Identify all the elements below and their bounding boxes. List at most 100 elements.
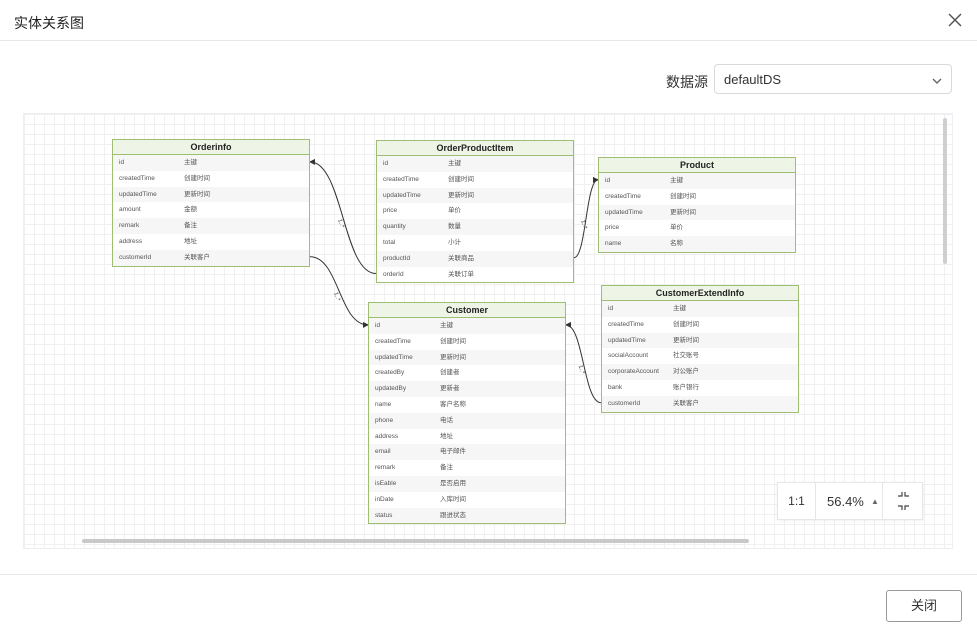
field-name: address xyxy=(375,432,399,440)
vertical-scrollbar[interactable] xyxy=(943,118,947,264)
field-name: name xyxy=(605,240,622,248)
entity-title: CustomerExtendInfo xyxy=(602,286,798,301)
zoom-level[interactable]: 56.4% xyxy=(827,494,864,509)
field-name: socialAccount xyxy=(608,352,649,360)
field-comment: 是否启用 xyxy=(440,479,466,487)
dialog-header: 实体关系图 xyxy=(0,0,977,41)
relation-cardinality: 1..* xyxy=(332,291,341,302)
field-row: name 名称 xyxy=(599,236,795,252)
field-name: id xyxy=(119,159,125,166)
relation-line xyxy=(309,158,377,274)
close-button[interactable]: 关闭 xyxy=(886,590,962,622)
relation-cardinality: 1..* xyxy=(577,364,586,375)
field-row: phone 电话 xyxy=(369,412,565,429)
field-name: price xyxy=(605,224,620,232)
fit-screen-icon[interactable] xyxy=(882,483,924,519)
field-comment: 名称 xyxy=(670,240,683,248)
relation-cardinality: 1..* xyxy=(336,218,345,229)
field-name: createdTime xyxy=(605,192,641,200)
entity-title: Product xyxy=(599,158,795,173)
field-name: customerId xyxy=(608,399,641,407)
field-comment: 创建者 xyxy=(440,369,460,377)
field-name: id xyxy=(605,177,611,184)
field-row: productId 关联商品 xyxy=(377,250,573,267)
field-name: createdTime xyxy=(608,320,644,328)
chevron-down-icon xyxy=(931,74,943,86)
field-name: total xyxy=(383,238,396,246)
field-row: inDate 入库时间 xyxy=(369,492,565,508)
field-name: id xyxy=(383,160,389,167)
zoom-caret-icon[interactable]: ▲ xyxy=(871,497,879,506)
close-icon[interactable] xyxy=(944,9,966,31)
relation-line xyxy=(565,321,602,404)
field-comment: 更新时间 xyxy=(440,353,466,361)
field-comment: 小计 xyxy=(448,238,461,246)
field-name: quantity xyxy=(383,223,406,231)
field-comment: 更新时间 xyxy=(184,190,210,198)
field-name: email xyxy=(375,448,391,456)
relation-cardinality: 1..* xyxy=(579,219,588,230)
field-name: bank xyxy=(608,383,623,391)
field-row: updatedTime 更新时间 xyxy=(599,204,795,221)
field-row: id 主键 xyxy=(599,173,795,189)
entity-title: Customer xyxy=(369,303,565,318)
datasource-select[interactable]: defaultDS xyxy=(714,64,952,94)
field-comment: 关联订单 xyxy=(448,270,474,278)
field-name: updatedTime xyxy=(605,208,643,216)
field-comment: 关联商品 xyxy=(448,254,474,262)
field-name: remark xyxy=(375,464,396,472)
field-name: phone xyxy=(375,416,394,424)
field-comment: 更新时间 xyxy=(673,336,699,344)
field-name: orderId xyxy=(383,270,404,278)
field-name: productId xyxy=(383,254,411,262)
field-comment: 备注 xyxy=(184,222,197,230)
relation-line xyxy=(573,176,599,259)
field-comment: 跟进状态 xyxy=(440,511,466,519)
field-comment: 创建时间 xyxy=(673,320,699,328)
field-comment: 入库时间 xyxy=(440,495,466,503)
field-comment: 地址 xyxy=(184,237,197,245)
zoom-toolbar: 1:1 56.4% ▲ xyxy=(777,482,923,520)
field-comment: 创建时间 xyxy=(448,175,474,183)
field-comment: 账户银行 xyxy=(673,383,699,391)
footer-divider xyxy=(0,574,977,575)
field-row: status 跟进状态 xyxy=(369,507,565,524)
field-comment: 更新者 xyxy=(440,385,460,393)
field-row: createdTime 创建时间 xyxy=(369,334,565,350)
field-comment: 更新时间 xyxy=(670,208,696,216)
zoom-reset-button[interactable]: 1:1 xyxy=(778,483,816,519)
field-comment: 主键 xyxy=(670,177,683,184)
field-name: status xyxy=(375,511,393,519)
field-name: id xyxy=(608,305,614,312)
field-comment: 创建时间 xyxy=(440,337,466,345)
field-name: inDate xyxy=(375,495,394,503)
field-name: name xyxy=(375,400,392,408)
field-name: createdTime xyxy=(375,337,411,345)
field-comment: 电话 xyxy=(440,416,453,424)
horizontal-scrollbar[interactable] xyxy=(82,539,749,543)
field-comment: 数量 xyxy=(448,223,461,231)
